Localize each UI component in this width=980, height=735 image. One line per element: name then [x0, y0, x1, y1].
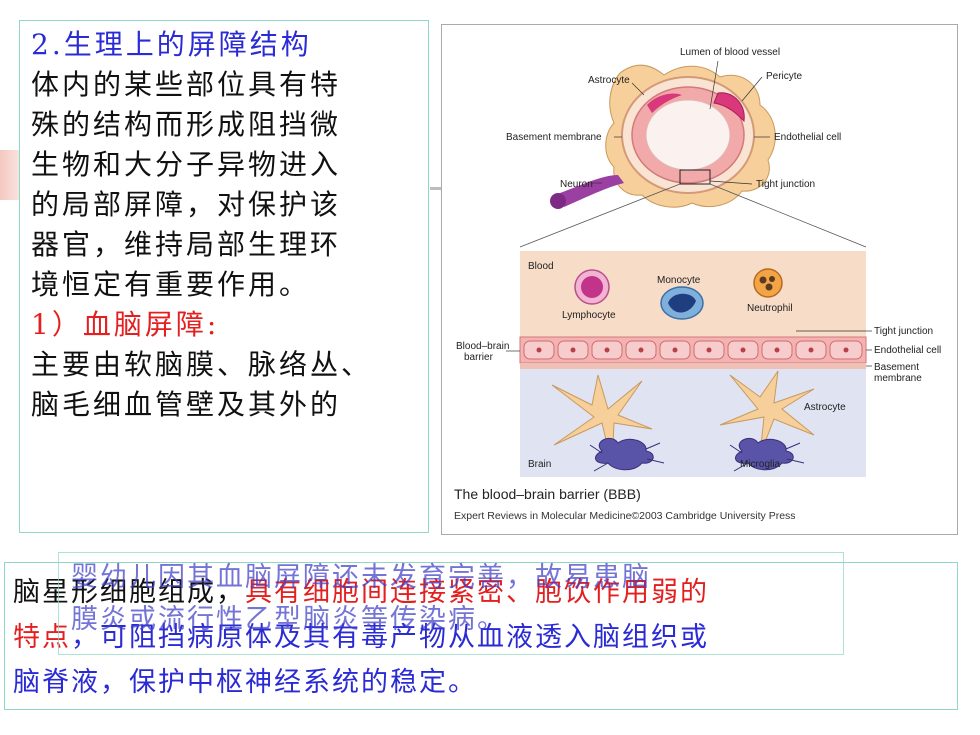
decorative-bar	[0, 150, 22, 200]
microglia-cells	[594, 438, 794, 471]
neutrophil-cell	[753, 268, 783, 298]
label-blood: Blood	[528, 261, 554, 272]
label-endothelial-cell: Endothelial cell	[774, 132, 841, 143]
decorative-line	[430, 187, 444, 190]
bottom-text-blue: 脑脊液，保护中枢神经系统的稳定。	[13, 667, 477, 698]
label-microglia: Microglia	[740, 459, 780, 470]
overlay-text-box: 婴幼儿因其血脑屏障还未发育完善，故易患脑 膜炎或流行性乙型脑炎等传染病。	[58, 552, 844, 655]
label-astrocyte-top: Astrocyte	[588, 75, 630, 86]
bbb-figure: Lumen of blood vessel Astrocyte Pericyte…	[441, 24, 958, 535]
label-endothelial-right: Endothelial cell	[874, 345, 941, 356]
bottom-text-red: 特点	[13, 622, 71, 653]
desc-line: 脑毛细血管壁及其外的	[31, 388, 342, 421]
brain-region	[520, 369, 866, 477]
bbb-diagram: Lumen of blood vessel Astrocyte Pericyte…	[456, 47, 941, 477]
label-bbb: Blood–brain	[456, 341, 509, 352]
label-basement-right: membrane	[874, 373, 922, 384]
bottom-text-box: 脑星形细胞组成，具有细胞间连接紧密、胞饮作用弱的 特点，可阻挡病原体及其有毒产物…	[4, 562, 958, 710]
figure-caption: The blood–brain barrier (BBB)	[454, 486, 641, 502]
label-neuron: Neuron	[560, 179, 593, 190]
section-heading: 2.生理上的屏障结构	[31, 28, 312, 61]
subheading: 1）血脑屏障:	[31, 308, 220, 341]
figure-credit: Expert Reviews in Molecular Medicine©200…	[454, 510, 796, 522]
label-lymphocyte: Lymphocyte	[562, 310, 616, 321]
astrocyte-cells	[551, 370, 815, 466]
label-monocyte: Monocyte	[657, 275, 701, 286]
body-line: 境恒定有重要作用。	[31, 268, 311, 301]
endothelial-cells	[523, 340, 863, 360]
body-line: 器官，维持局部生理环	[31, 228, 342, 261]
bottom-text-black: 脑星形细胞组成，	[13, 577, 245, 608]
basement-layer	[520, 363, 866, 369]
label-lumen: Lumen of blood vessel	[680, 47, 780, 58]
bottom-line-3: 脑脊液，保护中枢神经系统的稳定。	[13, 663, 477, 703]
overlay-line-1: 婴幼儿因其血脑屏障还未发育完善，故易患脑	[71, 562, 651, 593]
body-line: 的局部屏障，对保护该	[31, 188, 342, 221]
overlay-line-2: 膜炎或流行性乙型脑炎等传染病。	[71, 604, 506, 635]
label-astrocyte-bottom: Astrocyte	[804, 402, 846, 413]
desc-line: 主要由软脑膜、脉络丛、	[31, 348, 373, 381]
body-line: 殊的结构而形成阻挡微	[31, 108, 342, 141]
bottom-text-blue: ，可阻挡病原体及其有毒产物从血液透入脑组织或	[71, 622, 709, 653]
left-text-box: 2.生理上的屏障结构 体内的某些部位具有特 殊的结构而形成阻挡微 生物和大分子异…	[19, 20, 429, 533]
label-bbb: barrier	[464, 352, 494, 363]
bottom-line-1: 脑星形细胞组成，具有细胞间连接紧密、胞饮作用弱的	[13, 573, 709, 613]
bottom-text-red: 具有细胞间连接紧密、胞饮作用弱的	[245, 577, 709, 608]
label-pericyte: Pericyte	[766, 71, 803, 82]
label-brain: Brain	[528, 459, 551, 470]
vessel-cross-section	[519, 60, 867, 248]
label-basement-right: Basement	[874, 362, 919, 373]
body-line: 生物和大分子异物进入	[31, 148, 342, 181]
label-basement-membrane: Basement membrane	[506, 132, 602, 143]
label-tight-junction: Tight junction	[756, 179, 815, 190]
label-neutrophil: Neutrophil	[747, 303, 793, 314]
label-tight-junction-right: Tight junction	[874, 326, 933, 337]
bottom-line-2: 特点，可阻挡病原体及其有毒产物从血液透入脑组织或	[13, 618, 709, 658]
body-line: 体内的某些部位具有特	[31, 68, 342, 101]
